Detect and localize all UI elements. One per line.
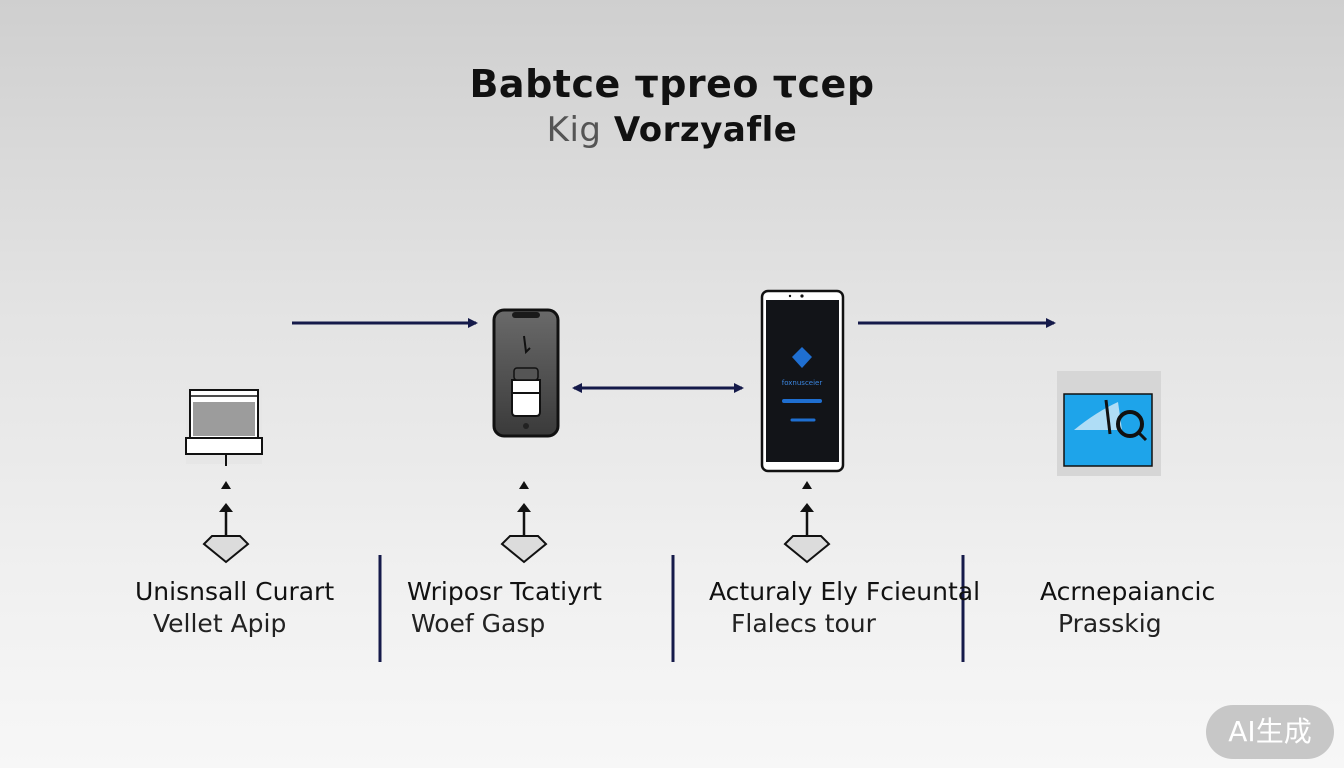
step-label-3: Acturaly Ely Fcieuntal Flalecs tour (709, 576, 980, 640)
step-1-subtitle: Vellet Apip (153, 609, 287, 638)
step-2-title: Wriposr Tcatiyrt (407, 577, 602, 606)
step-3-subtitle: Flalecs tour (731, 609, 876, 638)
smartphone-icon: foxnusceier (760, 289, 845, 473)
step-4-title: Acrnepaiancic (1040, 577, 1216, 606)
connector-2 (500, 481, 548, 564)
diagram-title-line2: Kig Vorzyafle (0, 110, 1344, 150)
step-label-2: Wriposr Tcatiyrt Woef Gasp (407, 576, 602, 640)
connector-3 (783, 481, 831, 564)
ai-generated-badge: AI生成 (1206, 705, 1334, 759)
step-2-subtitle: Woef Gasp (411, 609, 546, 638)
laptop-icon (185, 386, 263, 466)
app-tile-icon (1057, 371, 1161, 476)
connector-1 (202, 481, 250, 564)
step-label-4: Acrnepaiancic Prasskig (1040, 576, 1215, 640)
title-main: Vorzyafle (613, 110, 798, 150)
step-1-title: Unisnsall Curart (135, 577, 335, 606)
title-prefix: Kig (546, 110, 602, 150)
phone-screen-text: foxnusceier (782, 379, 823, 387)
diagram-title-line1: Babtce τpreo τcep (469, 62, 875, 106)
step-4-subtitle: Prasskig (1058, 609, 1162, 638)
step-label-1: Unisnsall Curart Vellet Apip (135, 576, 334, 640)
step-3-title: Acturaly Ely Fcieuntal (709, 577, 981, 606)
phone-icon (492, 308, 560, 438)
